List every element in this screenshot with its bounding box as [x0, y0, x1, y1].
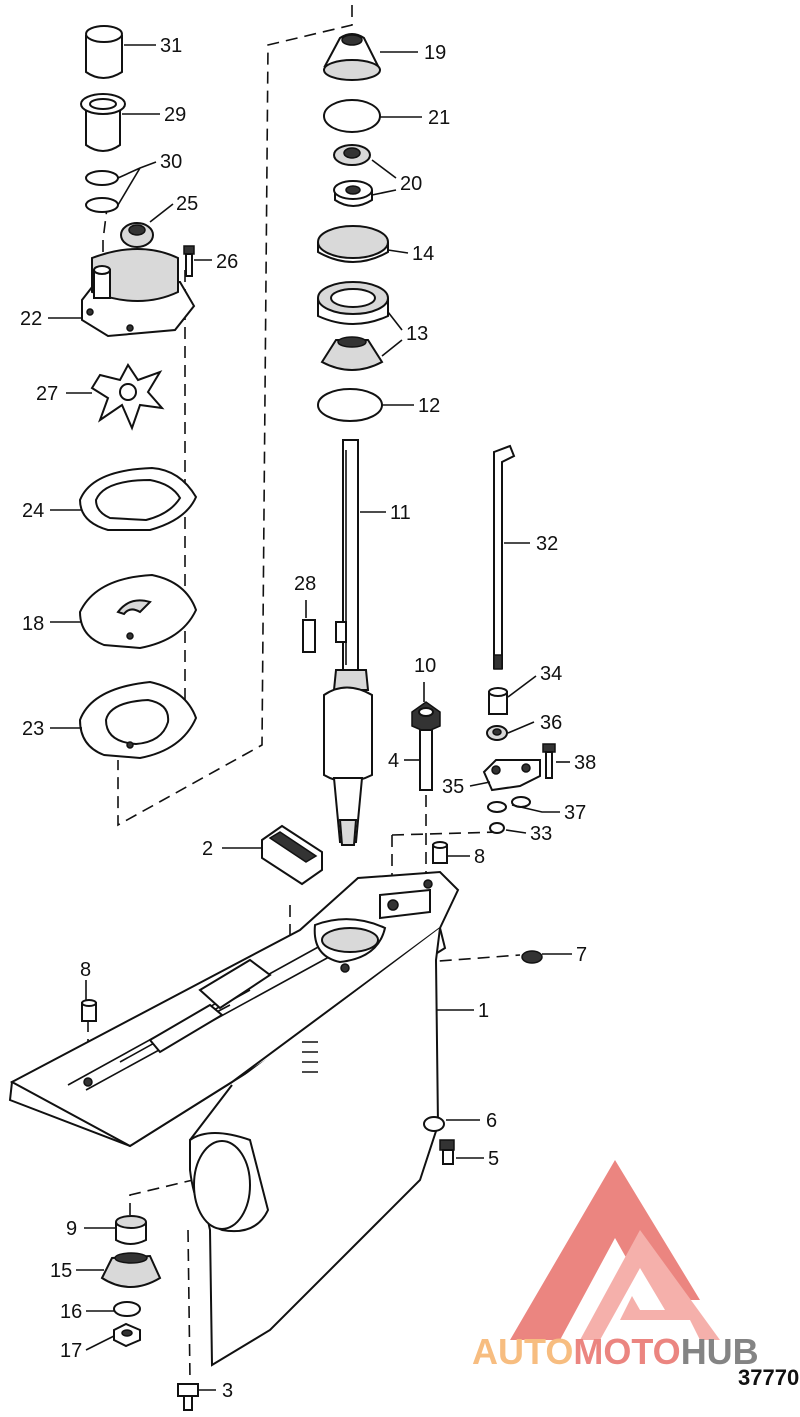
- callout-35: 35: [442, 776, 464, 798]
- callout-14: 14: [412, 243, 434, 265]
- callout-25: 25: [176, 193, 198, 215]
- part-10-nut: [411, 701, 441, 733]
- part-18-plate: [78, 573, 198, 650]
- callout-22: 22: [20, 308, 42, 330]
- part-36-seal: [486, 725, 508, 741]
- part-17-nut: [113, 1322, 141, 1348]
- part-25-seal: [120, 222, 154, 248]
- callout-9: 9: [66, 1218, 77, 1240]
- part-4-stud: [419, 729, 433, 791]
- callout-38: 38: [574, 752, 596, 774]
- callout-19: 19: [424, 42, 446, 64]
- callout-13: 13: [406, 323, 428, 345]
- callout-10: 10: [414, 655, 436, 677]
- callout-8-right: 8: [474, 846, 485, 868]
- part-38-screw: [542, 743, 556, 779]
- callout-15: 15: [50, 1260, 72, 1282]
- part-37-washers: [487, 796, 531, 813]
- part-5-plug: [439, 1139, 455, 1165]
- part-22-pump-housing: [81, 248, 196, 338]
- logo-word-hub: HUB: [681, 1331, 759, 1372]
- part-12-shim: [317, 388, 383, 422]
- part-19-cover: [323, 33, 381, 81]
- callout-5: 5: [488, 1148, 499, 1170]
- leader-lines: [48, 44, 572, 1391]
- logo-word-auto: AUTO: [472, 1331, 573, 1372]
- part-13-bearing-cone: [320, 336, 384, 371]
- part-9-bearing: [115, 1215, 147, 1245]
- callout-16: 16: [60, 1301, 82, 1323]
- callout-4: 4: [388, 750, 399, 772]
- callout-numbers: 31 29 30 25 26 22 27 24 18 23 19 21 20 1…: [20, 35, 596, 1402]
- part-35-shift-crank: [482, 759, 541, 792]
- callout-3: 3: [222, 1380, 233, 1402]
- part-14-retainer: [317, 225, 389, 263]
- part-27-impeller: [90, 363, 165, 431]
- part-1-gear-housing: [8, 870, 460, 1367]
- part-20-bearing: [333, 144, 373, 207]
- part-32-shift-shaft: [493, 444, 516, 670]
- callout-27: 27: [36, 383, 58, 405]
- part-11-drive-shaft: [323, 439, 373, 846]
- callout-28: 28: [294, 573, 316, 595]
- part-8-dowel-left: [81, 999, 97, 1022]
- callout-21: 21: [428, 107, 450, 129]
- callout-34: 34: [540, 663, 562, 685]
- callout-23: 23: [22, 718, 44, 740]
- callout-2: 2: [202, 838, 213, 860]
- callout-29: 29: [164, 104, 186, 126]
- part-16-washer: [113, 1301, 141, 1317]
- callout-12: 12: [418, 395, 440, 417]
- part-2-filter: [261, 824, 323, 886]
- part-15-pinion-gear: [100, 1252, 162, 1288]
- part-26-screw: [183, 245, 195, 277]
- part-30-seals: [85, 170, 119, 213]
- part-29-insert: [80, 93, 126, 152]
- callout-26: 26: [216, 251, 238, 273]
- callout-30: 30: [160, 151, 182, 173]
- callout-33: 33: [530, 823, 552, 845]
- part-28-key: [302, 619, 347, 653]
- part-31-sleeve: [85, 25, 123, 79]
- callout-24: 24: [22, 500, 44, 522]
- callout-36: 36: [540, 712, 562, 734]
- callout-7: 7: [576, 944, 587, 966]
- part-23-gasket: [78, 680, 198, 760]
- part-34-bushing: [488, 687, 508, 715]
- callout-17: 17: [60, 1340, 82, 1362]
- part-6-washer: [423, 1116, 445, 1132]
- part-3-screw: [177, 1383, 199, 1411]
- callout-6: 6: [486, 1110, 497, 1132]
- part-8-dowel-right: [432, 841, 448, 864]
- part-21-oring: [323, 99, 381, 133]
- callout-1: 1: [478, 1000, 489, 1022]
- callout-32: 32: [536, 533, 558, 555]
- part-33-washer: [489, 822, 505, 834]
- part-24-gasket: [78, 466, 198, 531]
- part-7-nut: [521, 950, 543, 964]
- part-13-bearing-cup: [317, 281, 389, 325]
- callout-11: 11: [390, 502, 411, 524]
- svg-text:AUTOMOTOHUB: AUTOMOTOHUB: [472, 1331, 759, 1372]
- callout-8-left: 8: [80, 959, 91, 981]
- figure-number: 37770: [738, 1365, 799, 1390]
- automotohub-logo: AUTOMOTOHUB: [472, 1160, 759, 1372]
- callout-37: 37: [564, 802, 586, 824]
- callout-31: 31: [160, 35, 182, 57]
- logo-word-moto: MOTO: [573, 1331, 680, 1372]
- callout-18: 18: [22, 613, 44, 635]
- callout-20: 20: [400, 173, 422, 195]
